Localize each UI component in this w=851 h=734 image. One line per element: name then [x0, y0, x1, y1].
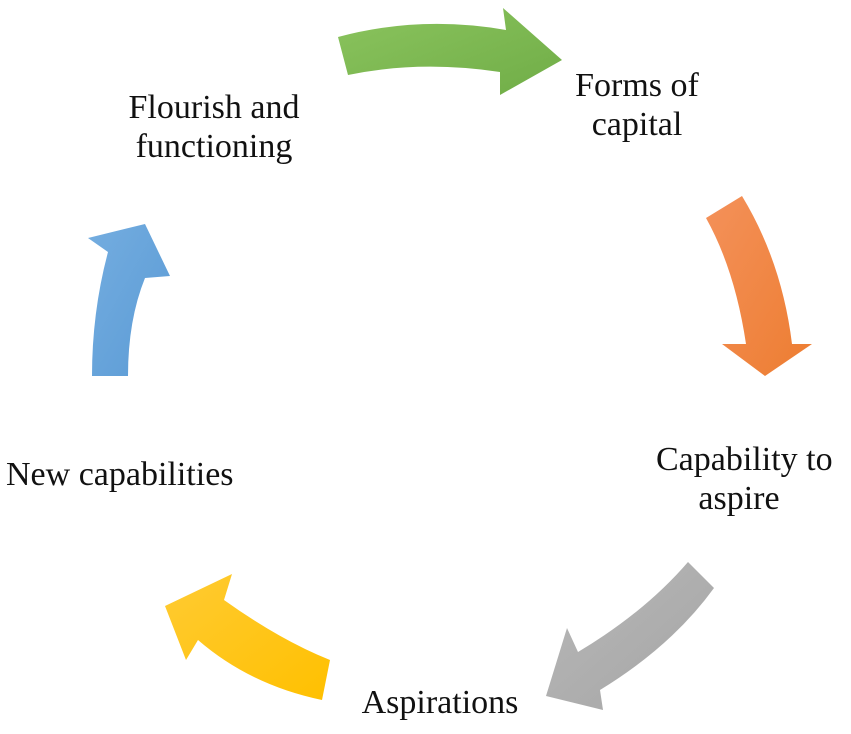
arrow-aspirations-to-new-capabilities — [165, 574, 330, 700]
node-forms-line-1: Forms of — [575, 67, 699, 104]
node-capability-to-aspire: Capability to aspire — [656, 440, 833, 518]
node-new-capabilities-line-1: New capabilities — [6, 456, 234, 493]
node-capability-line-1: Capability to — [656, 441, 833, 478]
arrow-new-capabilities-to-flourish — [88, 224, 170, 376]
arrow-capability-to-aspirations — [546, 562, 714, 710]
node-new-capabilities: New capabilities — [6, 455, 246, 494]
arrow-flourish-to-forms — [338, 8, 562, 95]
node-flourish-line-2: functioning — [135, 128, 293, 165]
node-flourish-line-1: Flourish and — [128, 89, 300, 126]
node-capability-line-2: aspire — [698, 480, 780, 517]
node-aspirations: Aspirations — [352, 683, 528, 722]
node-forms-line-2: capital — [591, 106, 683, 143]
node-flourish-and-functioning: Flourish and functioning — [116, 88, 312, 166]
arrow-forms-to-capability — [706, 196, 812, 376]
node-forms-of-capital: Forms of capital — [566, 66, 708, 144]
node-aspirations-line-1: Aspirations — [361, 684, 519, 721]
